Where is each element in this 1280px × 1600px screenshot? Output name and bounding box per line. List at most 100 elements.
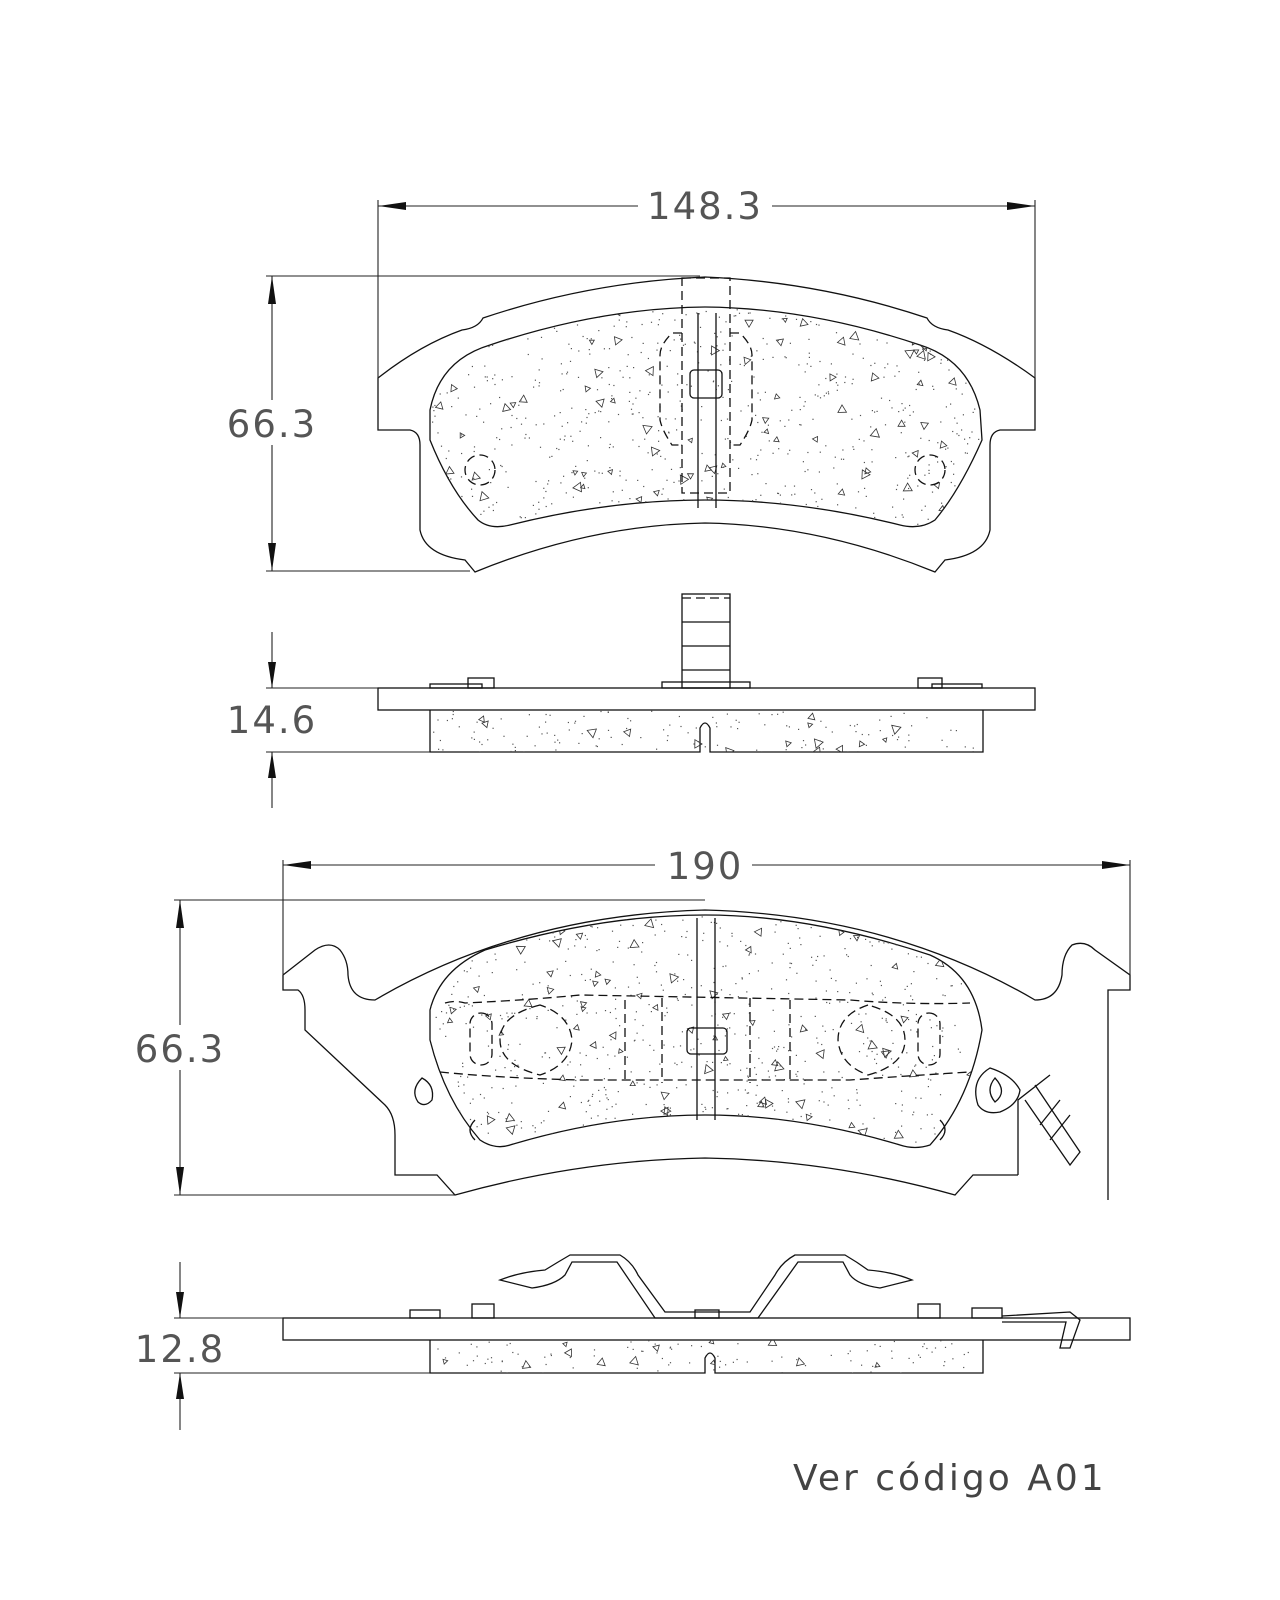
speckle-dot (480, 513, 482, 515)
speckle-dot (471, 737, 473, 739)
speckle-dot (653, 1049, 655, 1051)
speckle-dot (463, 970, 465, 972)
speckle-dot (498, 1111, 500, 1114)
speckle-dot (858, 1013, 860, 1015)
speckle-dot (828, 393, 830, 395)
speckle-dot (942, 994, 944, 996)
speckle-dot (473, 450, 475, 453)
speckle-dot (969, 437, 971, 439)
speckle-dot (631, 336, 633, 339)
speckle-dot (738, 467, 740, 469)
speckle-dot (436, 338, 438, 340)
speckle-dot (886, 307, 888, 309)
speckle-dot (980, 1128, 982, 1130)
speckle-dot (738, 1113, 740, 1115)
speckle-dot (573, 531, 574, 532)
speckle-dot (891, 1350, 893, 1352)
speckle-dot (946, 341, 948, 343)
speckle-dot (512, 1150, 513, 1151)
friction-texture (431, 305, 982, 532)
speckle-dot (870, 964, 872, 967)
pad-2-side-view (282, 1254, 1131, 1374)
speckle-dot (445, 1035, 447, 1037)
speckle-dot (614, 1055, 616, 1057)
speckle-dot (686, 930, 688, 933)
speckle-dot (918, 1354, 920, 1356)
speckle-dot (434, 415, 436, 417)
speckle-dot (611, 525, 614, 527)
speckle-mark (891, 724, 902, 735)
speckle-dot (844, 948, 846, 950)
speckle-mark (770, 1059, 779, 1066)
speckle-dot (567, 721, 569, 724)
speckle-dot (625, 508, 627, 510)
speckle-mark (588, 339, 595, 346)
speckle-dot (562, 388, 564, 391)
speckle-dot (942, 1027, 944, 1029)
speckle-dot (837, 504, 839, 506)
speckle-dot (654, 964, 656, 967)
speckle-dot (534, 379, 536, 381)
speckle-dot (494, 383, 496, 386)
speckle-dot (550, 1354, 552, 1357)
speckle-dot (430, 1122, 432, 1124)
speckle-mark (445, 465, 455, 475)
dimension-height-66-top: 66.3 (227, 275, 700, 572)
speckle-dot (936, 978, 938, 980)
dimension-label: 12.8 (135, 1328, 225, 1371)
speckle-dot (963, 1139, 965, 1141)
speckle-dot (815, 501, 817, 503)
speckle-dot (560, 390, 562, 392)
speckle-dot (716, 1091, 719, 1093)
speckle-dot (904, 746, 906, 748)
speckle-dot (470, 1343, 472, 1345)
speckle-dot (722, 349, 724, 351)
speckle-dot (746, 1025, 748, 1027)
speckle-dot (603, 1078, 605, 1080)
speckle-dot (842, 305, 843, 306)
speckle-dot (612, 491, 614, 493)
speckle-dot (523, 751, 525, 752)
speckle-dot (571, 472, 573, 474)
speckle-dot (528, 437, 530, 439)
speckle-dot (785, 315, 787, 317)
speckle-dot (704, 499, 706, 501)
speckle-mark (920, 422, 930, 431)
speckle-dot (858, 438, 860, 440)
speckle-dot (666, 1007, 668, 1009)
speckle-dot (462, 1066, 464, 1068)
speckle-dot (581, 733, 583, 735)
speckle-dot (857, 491, 860, 493)
speckle-dot (843, 458, 845, 460)
speckle-dot (596, 745, 598, 748)
speckle-dot (774, 1138, 776, 1140)
speckle-dot (725, 505, 727, 507)
speckle-mark (721, 1012, 730, 1021)
speckle-dot (539, 982, 541, 984)
speckle-dot (726, 945, 729, 947)
speckle-dot (947, 359, 949, 361)
speckle-dot (492, 509, 494, 512)
speckle-dot (588, 349, 590, 351)
speckle-dot (855, 982, 857, 984)
speckle-dot (512, 526, 514, 527)
speckle-dot (698, 1054, 700, 1056)
speckle-dot (615, 1103, 617, 1105)
speckle-dot (487, 1358, 489, 1360)
speckle-mark (556, 1046, 566, 1056)
speckle-dot (544, 1052, 547, 1054)
speckle-mark (970, 517, 981, 527)
speckle-dot (553, 327, 556, 329)
speckle-dot (768, 522, 770, 524)
speckle-dot (702, 1147, 704, 1148)
speckle-dot (755, 1094, 757, 1096)
speckle-dot (856, 1089, 858, 1091)
speckle-dot (557, 739, 559, 741)
speckle-dot (453, 1008, 455, 1010)
speckle-dot (578, 350, 580, 352)
speckle-mark (864, 467, 872, 475)
speckle-dot (532, 983, 534, 985)
speckle-dot (527, 338, 529, 340)
speckle-dot (615, 1017, 617, 1020)
speckle-dot (677, 373, 679, 375)
